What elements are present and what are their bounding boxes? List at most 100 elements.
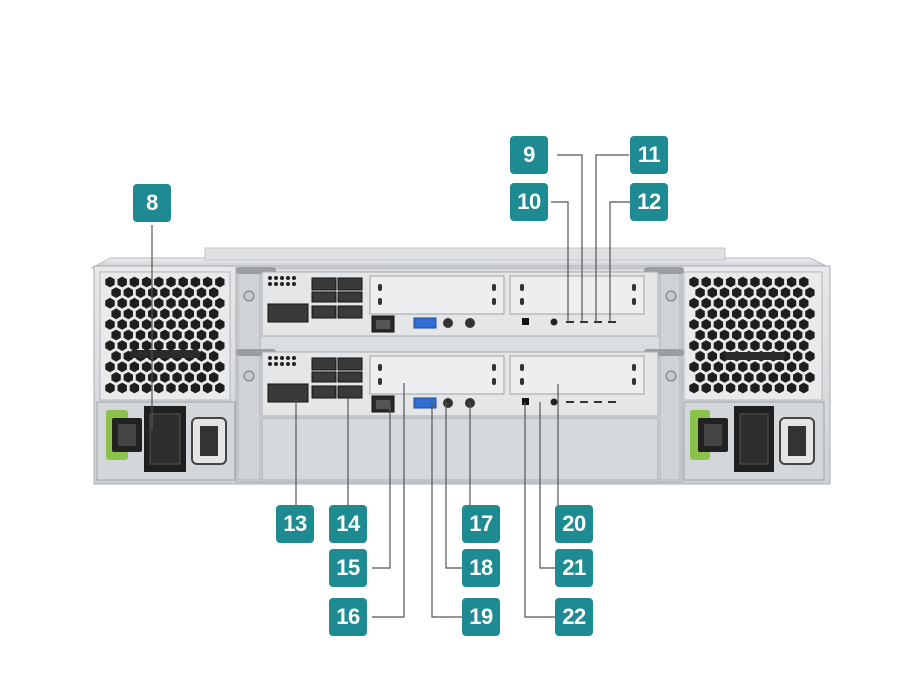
vent-hole: [756, 372, 766, 383]
vent-hole: [689, 297, 699, 309]
vent-hole: [196, 329, 207, 341]
vent-hole: [154, 319, 164, 330]
callout-17: 17: [462, 505, 500, 543]
vent-hole: [799, 297, 809, 309]
vent-hole: [719, 372, 730, 383]
vent-hole: [105, 297, 115, 309]
leader-11: [595, 154, 629, 322]
vent-hole: [154, 297, 164, 309]
vent-hole: [701, 276, 711, 288]
vent-hole: [768, 308, 778, 320]
vent-hole: [190, 319, 201, 330]
vent-hole: [111, 287, 121, 298]
vent-hole: [184, 329, 194, 341]
vent-dot: [274, 282, 278, 286]
vent-hole: [111, 329, 121, 341]
vent-dot: [274, 362, 278, 366]
vent-hole: [713, 276, 724, 288]
usb-port: [413, 397, 437, 409]
vent-hole: [780, 372, 791, 383]
vent-hole: [774, 319, 785, 330]
vent-hole: [701, 319, 711, 330]
vent-hole: [184, 308, 194, 320]
vent-hole: [744, 287, 754, 298]
vent-dot: [292, 362, 296, 366]
leader-10: [551, 201, 569, 322]
vent-hole: [105, 382, 115, 394]
leader-9: [557, 154, 583, 322]
slot-screw: [378, 298, 382, 305]
vent-hole: [117, 382, 127, 394]
callout-13: 13: [276, 505, 314, 543]
vent-hole: [799, 276, 809, 288]
callout-12: 12: [630, 183, 668, 221]
leader-21: [539, 402, 555, 569]
vent-hole: [750, 340, 760, 351]
vent-hole: [190, 276, 201, 288]
vent-hole: [780, 329, 791, 341]
vent-hole: [786, 382, 797, 394]
vent-hole: [105, 319, 115, 330]
vent-hole: [805, 287, 815, 298]
slot-screw: [632, 284, 636, 291]
callout-16: 16: [329, 598, 367, 636]
vent-hole: [215, 340, 225, 351]
vent-hole: [695, 350, 705, 362]
slot-screw: [492, 364, 496, 371]
callout-10: 10: [510, 183, 548, 221]
vent-hole: [719, 308, 730, 320]
callout-9: 9: [510, 136, 548, 174]
vent-hole: [154, 340, 164, 351]
slot-screw: [632, 378, 636, 385]
callout-21: 21: [555, 549, 593, 587]
vent-hole: [215, 361, 225, 373]
vent-hole: [129, 319, 140, 330]
vent-hole: [695, 329, 705, 341]
status-led: [522, 398, 529, 405]
latch-screw: [665, 370, 677, 382]
rj45-inner: [376, 400, 390, 409]
reset-button: [443, 318, 453, 328]
vent-hole: [725, 340, 736, 351]
callout-18: 18: [462, 549, 500, 587]
vent-hole: [196, 287, 207, 298]
vent-hole: [141, 297, 152, 309]
expansion-slot: [509, 355, 645, 395]
vent-hole: [768, 287, 778, 298]
sfp-port: [311, 371, 337, 383]
vent-hole: [719, 329, 730, 341]
left-fan-handle: [130, 350, 200, 358]
vent-hole: [178, 382, 188, 394]
vent-hole: [799, 319, 809, 330]
vent-hole: [166, 340, 176, 351]
vent-dot: [292, 276, 296, 280]
sfp-port-pair: [267, 383, 309, 403]
slot-screw: [520, 378, 524, 385]
left-power-supply: [96, 401, 236, 481]
vent-hole: [178, 276, 188, 288]
vent-dot: [286, 362, 290, 366]
vent-hole: [160, 329, 170, 341]
vent-hole: [774, 340, 785, 351]
vent-hole: [689, 382, 699, 394]
vent-hole: [117, 297, 127, 309]
vent-hole: [166, 382, 176, 394]
vent-hole: [774, 361, 785, 373]
vent-hole: [184, 372, 194, 383]
vent-hole: [154, 361, 164, 373]
led-bar: [566, 321, 574, 323]
sfp-port: [337, 357, 363, 371]
rj45-inner: [376, 320, 390, 329]
slot-screw: [378, 378, 382, 385]
vent-hole: [774, 276, 785, 288]
vent-dot: [268, 276, 272, 280]
vent-hole: [148, 287, 158, 298]
vent-hole: [190, 382, 201, 394]
vent-hole: [793, 372, 803, 383]
vent-hole: [762, 276, 772, 288]
vent-hole: [141, 361, 152, 373]
vent-hole: [732, 329, 742, 341]
vent-hole: [756, 308, 766, 320]
vent-hole: [141, 340, 152, 351]
